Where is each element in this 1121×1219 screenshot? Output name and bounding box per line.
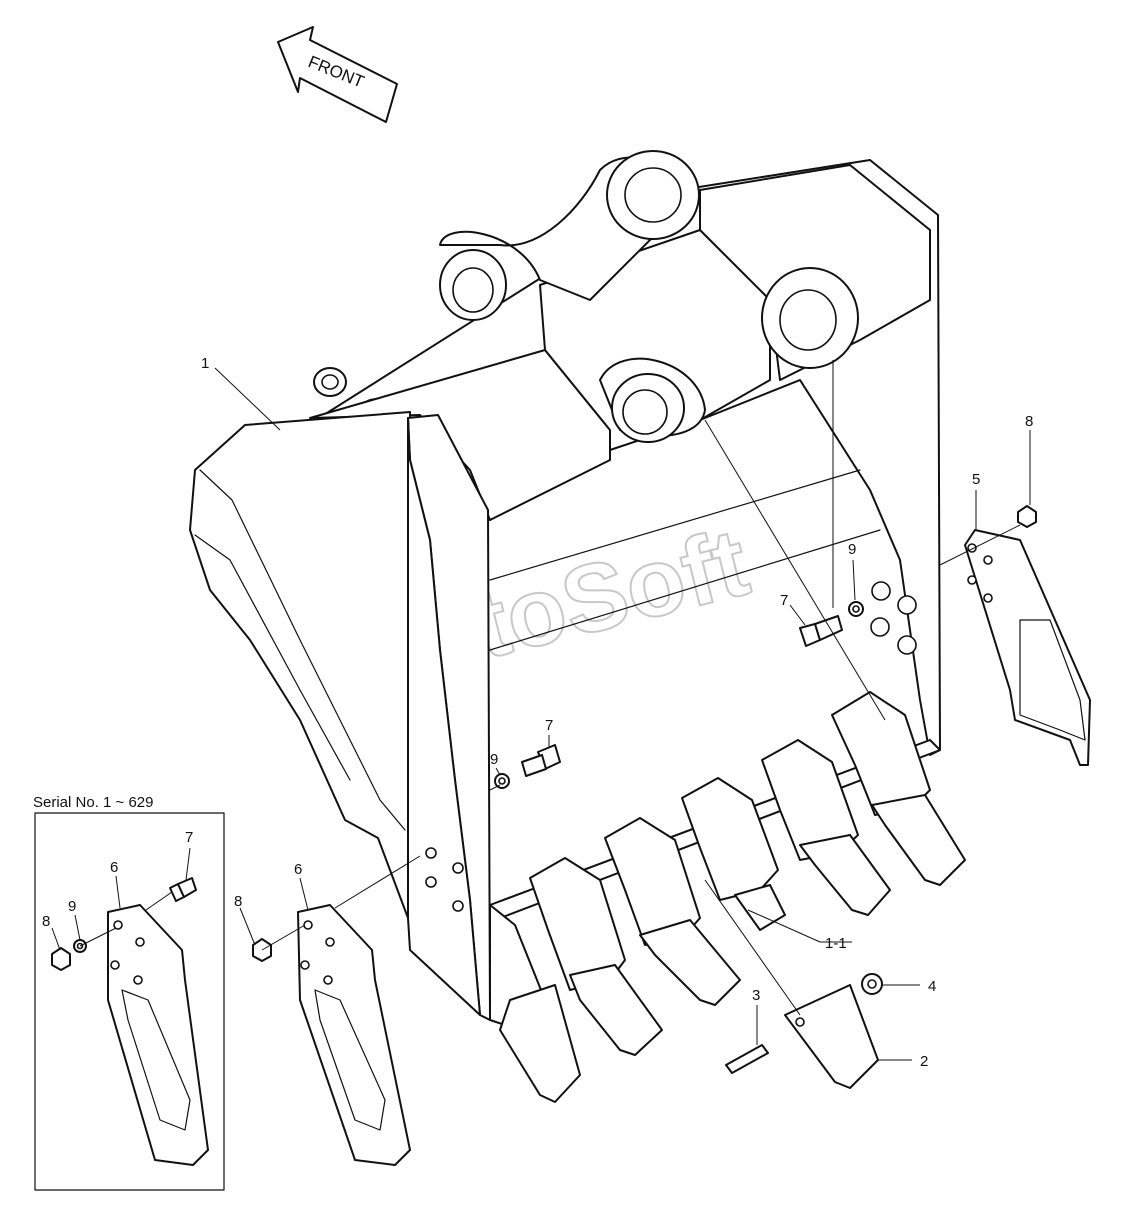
serial-inset: Serial No. 1 ~ 629 [33,794,225,1191]
callout-9-center: 9 [490,751,498,768]
tooth-row [489,691,966,1103]
callout-8-main: 8 [234,893,242,910]
leader-lines [51,360,1031,1061]
callout-6-main: 6 [294,861,302,878]
callout-8-inset: 8 [42,913,50,930]
tooth-4 [681,777,786,931]
inset-title: Serial No. 1 ~ 629 [33,794,154,811]
callout-9-right: 9 [848,541,856,558]
callout-7-right: 7 [780,592,788,609]
bolt-center [521,744,561,777]
callout-8-right: 8 [1025,413,1033,430]
callout-5: 5 [972,471,980,488]
callout-1: 1 [201,355,209,372]
callout-3: 3 [752,987,760,1004]
loose-tooth [784,984,879,1089]
side-cutter-left [297,904,411,1166]
callout-4: 4 [928,978,936,995]
callout-6-inset: 6 [110,859,118,876]
lock-washer [861,973,883,995]
callout-7-center: 7 [545,717,553,734]
front-arrow: FRONT [277,26,398,123]
pin [725,1044,769,1074]
callout-2: 2 [920,1053,928,1070]
washer-center [494,773,510,789]
tooth-3 [604,817,741,1006]
tooth-6 [831,691,966,886]
tooth-1 [489,904,581,1103]
callout-1-1: 1-1 [825,935,847,952]
nut-right [1017,505,1037,528]
tooth-5 [761,739,891,916]
side-cutter-right [964,529,1091,766]
washer-right [848,601,864,617]
bolt-right [799,615,843,647]
callout-9-inset: 9 [68,898,76,915]
callout-7-inset: 7 [185,829,193,846]
tooth-2 [529,857,663,1056]
callouts: 1 1-1 2 3 4 5 6 6 7 7 7 8 8 8 9 9 9 [42,355,1033,1070]
